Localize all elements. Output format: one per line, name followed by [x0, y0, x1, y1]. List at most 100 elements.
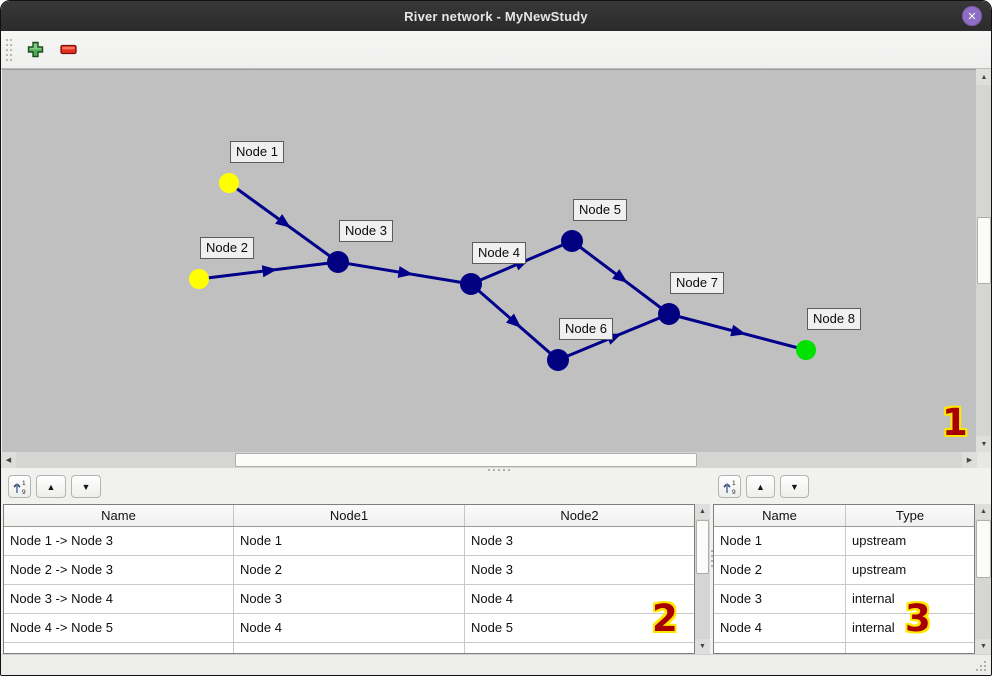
column-header[interactable]: Name [714, 505, 846, 526]
vertical-scroll-thumb[interactable] [977, 217, 991, 284]
svg-text:9: 9 [22, 489, 26, 495]
node-label-node-2[interactable]: Node 2 [200, 237, 254, 259]
resize-grip[interactable] [973, 658, 987, 672]
table-cell[interactable]: upstream [852, 562, 907, 577]
node-node-8[interactable] [796, 340, 816, 360]
table-row[interactable] [714, 643, 974, 653]
flow-direction-arrow-icon [275, 214, 291, 228]
node-node-1[interactable] [219, 173, 239, 193]
table-cell[interactable]: upstream [852, 533, 907, 548]
main-toolbar [1, 31, 991, 69]
node-label-node-7[interactable]: Node 7 [670, 272, 724, 294]
flow-direction-arrow-icon [506, 313, 522, 328]
horizontal-scroll-thumb[interactable] [235, 453, 697, 467]
column-header[interactable]: Node2 [560, 508, 599, 523]
node-label-node-8[interactable]: Node 8 [807, 308, 861, 330]
table-cell[interactable] [4, 643, 234, 653]
links-move-down-button[interactable]: ▼ [71, 475, 101, 498]
toolbar-drag-handle[interactable] [4, 37, 14, 63]
nodes-table-scrollbar[interactable]: ▲ ▼ [975, 504, 991, 654]
table-cell[interactable]: internal [852, 620, 895, 635]
table-row[interactable]: Node 4 internal [714, 614, 974, 643]
table-cell[interactable]: Node 4 [471, 591, 513, 606]
table-cell[interactable]: internal [852, 591, 895, 606]
node-label-node-6[interactable]: Node 6 [559, 318, 613, 340]
node-node-4[interactable] [460, 273, 482, 295]
svg-text:9: 9 [732, 489, 736, 495]
table-cell[interactable]: Node 3 [471, 562, 513, 577]
node-label-node-3[interactable]: Node 3 [339, 220, 393, 242]
links-sort-button[interactable]: 1 9 [8, 475, 31, 498]
scroll-down-button[interactable]: ▼ [975, 639, 991, 654]
nodes-move-up-button[interactable]: ▲ [746, 475, 775, 498]
scroll-up-button[interactable]: ▲ [976, 69, 991, 85]
add-node-button[interactable] [23, 38, 47, 62]
horizontal-splitter-handle[interactable] [488, 469, 510, 471]
up-triangle-icon: ▲ [980, 508, 987, 515]
table-cell[interactable]: Node 5 [471, 620, 513, 635]
table-cell[interactable]: Node 2 [714, 556, 846, 584]
table-cell[interactable] [234, 643, 465, 653]
table-row[interactable] [4, 643, 694, 653]
column-header[interactable]: Node1 [234, 505, 465, 526]
table-row[interactable]: Node 3 internal [714, 585, 974, 614]
close-button[interactable]: ✕ [962, 6, 982, 26]
down-triangle-icon: ▼ [980, 643, 987, 650]
node-node-6[interactable] [547, 349, 569, 371]
node-label-node-1[interactable]: Node 1 [230, 141, 284, 163]
vertical-splitter-handle[interactable] [711, 550, 713, 567]
vertical-scroll-thumb[interactable] [696, 520, 709, 574]
table-cell[interactable] [846, 643, 974, 653]
scroll-down-button[interactable]: ▼ [695, 639, 710, 654]
table-cell[interactable] [714, 643, 846, 653]
table-cell[interactable] [465, 643, 694, 653]
scroll-right-button[interactable]: ▶ [962, 452, 977, 468]
remove-node-button[interactable] [56, 38, 80, 62]
table-cell[interactable]: Node 1 [714, 527, 846, 555]
nodes-sort-button[interactable]: 1 9 [718, 475, 741, 498]
links-move-up-button[interactable]: ▲ [36, 475, 66, 498]
table-cell[interactable]: Node 2 [234, 556, 465, 584]
table-cell[interactable]: Node 1 [234, 527, 465, 555]
table-cell[interactable]: Node 3 [714, 585, 846, 613]
canvas-horizontal-scrollbar[interactable]: ◀ ▶ [1, 452, 977, 468]
table-cell[interactable]: Node 2 -> Node 3 [4, 556, 234, 584]
node-label-node-4[interactable]: Node 4 [472, 242, 526, 264]
column-header[interactable]: Name [4, 505, 234, 526]
table-cell[interactable]: Node 3 [234, 585, 465, 613]
nodes-move-down-button[interactable]: ▼ [780, 475, 809, 498]
table-cell[interactable]: Node 4 [234, 614, 465, 642]
scrollbar-corner [977, 452, 991, 468]
scroll-left-button[interactable]: ◀ [1, 452, 16, 468]
flow-direction-arrow-icon [261, 265, 278, 278]
table-cell[interactable]: Node 1 -> Node 3 [4, 527, 234, 555]
left-triangle-icon: ◀ [5, 456, 12, 464]
vertical-scroll-thumb[interactable] [976, 520, 991, 578]
node-node-5[interactable] [561, 230, 583, 252]
table-cell[interactable]: Node 3 [471, 533, 513, 548]
scroll-down-button[interactable]: ▼ [976, 436, 991, 452]
table-cell[interactable]: Node 4 [714, 614, 846, 642]
titlebar[interactable]: River network - MyNewStudy ✕ [1, 1, 991, 31]
scroll-up-button[interactable]: ▲ [695, 504, 710, 519]
canvas-vertical-scrollbar[interactable]: ▲ ▼ [976, 69, 991, 452]
node-node-3[interactable] [327, 251, 349, 273]
table-cell[interactable]: Node 3 -> Node 4 [4, 585, 234, 613]
table-cell[interactable]: Node 4 -> Node 5 [4, 614, 234, 642]
column-header[interactable]: Type [895, 508, 925, 523]
svg-text:1: 1 [22, 480, 26, 487]
node-label-node-5[interactable]: Node 5 [573, 199, 627, 221]
links-table-scrollbar[interactable]: ▲ ▼ [695, 504, 710, 654]
table-row[interactable]: Node 2 upstream [714, 556, 974, 585]
scroll-up-button[interactable]: ▲ [975, 504, 991, 519]
node-node-7[interactable] [658, 303, 680, 325]
move-down-icon: ▼ [81, 481, 91, 492]
node-node-2[interactable] [189, 269, 209, 289]
table-row[interactable]: Node 1 upstream [714, 527, 974, 556]
network-canvas[interactable]: Node 1 Node 2 Node 3 Node 4 Node 5 Node 6 Node… [2, 69, 976, 452]
